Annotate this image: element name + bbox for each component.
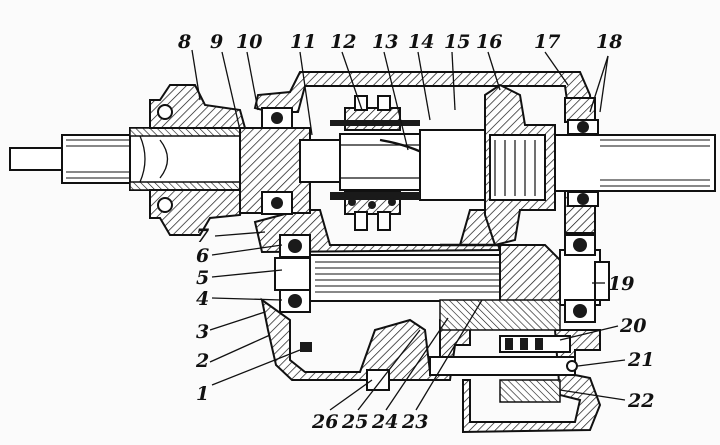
label-3: 3	[196, 321, 209, 343]
countershaft	[274, 234, 610, 331]
label-7: 7	[196, 225, 209, 247]
label-18: 18	[596, 31, 622, 53]
callout-labels: 8 9 10 11 12 13 14 15 16 17 18 7 6 5 4 3…	[177, 31, 654, 433]
output-gear	[484, 83, 556, 247]
label-12: 12	[330, 31, 356, 53]
label-2: 2	[195, 350, 209, 372]
reverse-idler	[429, 335, 578, 403]
label-16: 16	[476, 31, 502, 53]
label-21: 21	[627, 349, 654, 371]
input-bearings	[261, 107, 293, 215]
label-10: 10	[236, 31, 262, 53]
label-24: 24	[371, 411, 398, 433]
label-19: 19	[608, 273, 634, 295]
label-23: 23	[401, 411, 428, 433]
label-1: 1	[196, 383, 209, 405]
label-20: 20	[619, 315, 646, 337]
primary-shaft	[239, 127, 491, 214]
label-22: 22	[627, 390, 654, 412]
synchronizer	[330, 95, 420, 231]
label-17: 17	[534, 31, 560, 53]
drain-plug	[366, 369, 390, 391]
label-25: 25	[341, 411, 368, 433]
leader-lines	[191, 49, 626, 411]
label-9: 9	[210, 31, 223, 53]
label-5: 5	[196, 267, 209, 289]
input-shaft	[9, 127, 261, 191]
label-13: 13	[372, 31, 398, 53]
label-11: 11	[290, 31, 316, 53]
input-flange	[149, 84, 247, 236]
output-shaft	[554, 119, 716, 207]
label-4: 4	[196, 288, 209, 310]
label-26: 26	[311, 411, 338, 433]
label-15: 15	[444, 31, 470, 53]
label-6: 6	[196, 245, 209, 267]
oil-seal	[300, 342, 312, 352]
label-14: 14	[408, 31, 434, 53]
label-8: 8	[177, 31, 191, 53]
